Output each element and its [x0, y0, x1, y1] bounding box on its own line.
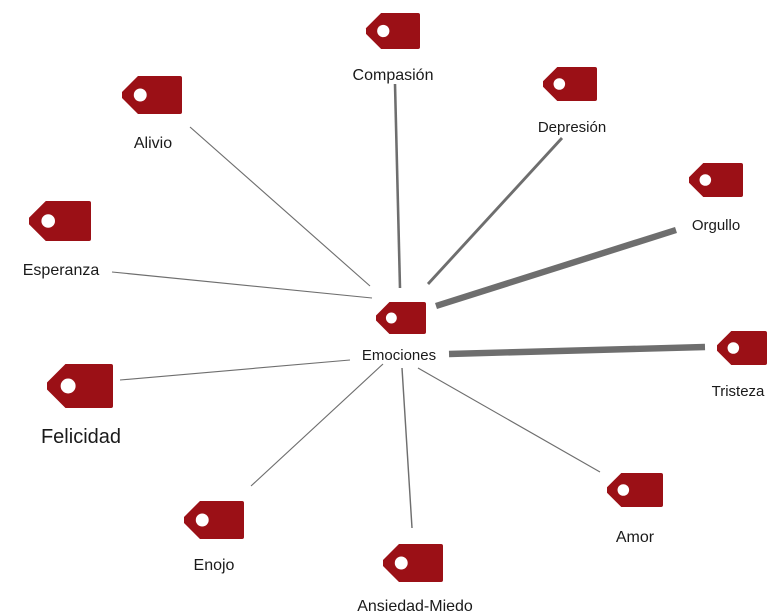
edge-tristeza [448, 343, 706, 358]
depresion-tag-hole [553, 78, 566, 90]
felicidad-tag-icon [47, 364, 113, 408]
depresion-label: Depresión [538, 119, 606, 136]
amor-tag-hole [617, 484, 630, 496]
ansiedad-miedo-label: Ansiedad-Miedo [357, 598, 473, 614]
tristeza-label: Tristeza [712, 383, 765, 400]
esperanza-tag-icon [29, 201, 91, 241]
amor-tag-icon [607, 473, 663, 507]
edge-orgullo [435, 226, 677, 310]
edge-ansiedad-miedo [401, 367, 413, 529]
amor-label: Amor [616, 529, 655, 546]
node-center-emociones[interactable]: Emociones [362, 302, 436, 364]
enojo-tag-icon [184, 501, 244, 539]
edge-amor [417, 367, 601, 473]
orgullo-tag-hole [699, 174, 712, 186]
alivio-tag-hole [133, 88, 147, 102]
alivio-tag-icon [122, 76, 182, 114]
orgullo-tag-icon [689, 163, 743, 197]
edge-esperanza [111, 271, 373, 299]
ansiedad-miedo-tag-hole [394, 556, 408, 570]
edges [111, 83, 706, 529]
compasion-tag-icon [366, 13, 420, 49]
node-ansiedad-miedo[interactable]: Ansiedad-Miedo [357, 544, 473, 614]
ansiedad-miedo-tag-icon [383, 544, 443, 582]
tristeza-tag-hole [727, 342, 740, 354]
node-compasion[interactable]: Compasión [353, 13, 434, 84]
edge-compasion [393, 83, 402, 289]
compasion-tag-hole [377, 24, 390, 38]
node-alivio[interactable]: Alivio [122, 76, 182, 152]
node-orgullo[interactable]: Orgullo [689, 163, 743, 234]
edge-depresion [426, 137, 564, 285]
tristeza-tag-icon [717, 331, 767, 365]
edge-felicidad [119, 359, 351, 381]
alivio-label: Alivio [134, 135, 172, 152]
esperanza-label: Esperanza [23, 262, 100, 279]
compasion-label: Compasión [353, 67, 434, 84]
node-amor[interactable]: Amor [607, 473, 663, 546]
nodes: Emociones CompasiónDepresiónOrgulloTriste… [23, 13, 767, 614]
node-tristeza[interactable]: Tristeza [712, 331, 767, 400]
esperanza-tag-hole [41, 214, 55, 228]
felicidad-tag-hole [60, 378, 76, 394]
center-label: Emociones [362, 347, 436, 364]
felicidad-label: Felicidad [41, 426, 121, 448]
node-depresion[interactable]: Depresión [538, 67, 606, 136]
node-esperanza[interactable]: Esperanza [23, 201, 100, 279]
center-tag-hole [385, 312, 397, 324]
edge-alivio [189, 126, 371, 287]
orgullo-label: Orgullo [692, 217, 740, 234]
edge-enojo [250, 363, 384, 487]
enojo-tag-hole [195, 513, 209, 527]
depresion-tag-icon [543, 67, 597, 101]
node-enojo[interactable]: Enojo [184, 501, 244, 574]
center-tag-icon [376, 302, 426, 334]
node-felicidad[interactable]: Felicidad [41, 364, 121, 448]
enojo-label: Enojo [194, 557, 235, 574]
